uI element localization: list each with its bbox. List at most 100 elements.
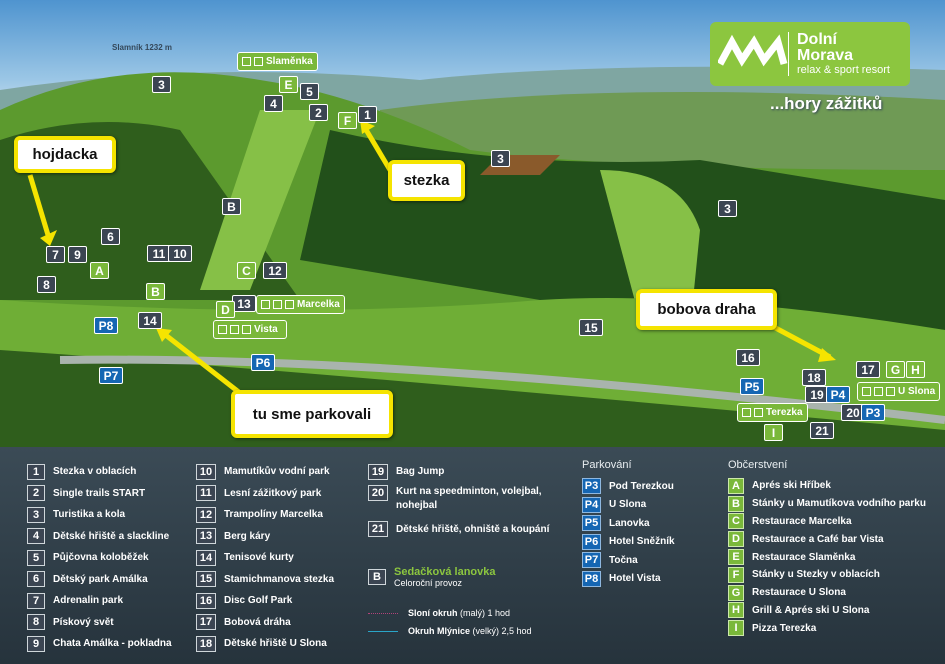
map-marker[interactable]: G bbox=[886, 361, 905, 378]
legend-text: Lanovka bbox=[609, 517, 650, 529]
map-marker[interactable]: B bbox=[222, 198, 241, 215]
legend-text: Adrenalin park bbox=[53, 595, 124, 607]
legend-trail: Okruh Mlýnice (velký) 2,5 hod bbox=[368, 622, 556, 640]
map-marker[interactable]: 8 bbox=[37, 276, 56, 293]
map-marker[interactable]: 10 bbox=[168, 245, 192, 262]
hotel-sign-vista[interactable]: Vista bbox=[213, 320, 287, 339]
callout-parking: tu sme parkovali bbox=[231, 390, 393, 438]
callout-bobova-draha: bobova draha bbox=[636, 289, 777, 330]
map-marker[interactable]: 14 bbox=[138, 312, 162, 329]
trail-name: Sloní okruh bbox=[408, 608, 458, 618]
logo-tagline: relax & sport resort bbox=[797, 64, 890, 76]
legend-number: 7 bbox=[27, 592, 45, 609]
legend-number: 3 bbox=[27, 506, 45, 523]
parking-marker[interactable]: P3 bbox=[861, 404, 885, 421]
map-marker[interactable]: 6 bbox=[101, 228, 120, 245]
sign-label: Terezka bbox=[766, 407, 803, 418]
map-marker[interactable]: 15 bbox=[579, 319, 603, 336]
parking-marker[interactable]: P7 bbox=[99, 367, 123, 384]
map-marker[interactable]: 21 bbox=[810, 422, 834, 439]
map-marker[interactable]: 12 bbox=[263, 262, 287, 279]
legend-number: 6 bbox=[27, 571, 45, 588]
legend-item: 7 Adrenalin park bbox=[27, 590, 172, 612]
map-marker[interactable]: 11 bbox=[147, 245, 171, 262]
trail-line-icon bbox=[368, 612, 398, 614]
map-marker[interactable]: 5 bbox=[300, 83, 319, 100]
legend-item: 3 Turistika a kola bbox=[27, 504, 172, 526]
map-marker[interactable]: E bbox=[279, 76, 298, 93]
restaurant-sign-slamenka[interactable]: Slaměnka bbox=[237, 52, 318, 71]
parking-heading: Parkování bbox=[582, 459, 632, 471]
legend-text: Disc Golf Park bbox=[224, 595, 293, 607]
legend-number: 17 bbox=[196, 614, 216, 631]
legend-number: 14 bbox=[196, 549, 216, 566]
legend-text: Restaurace Marcelka bbox=[752, 515, 852, 527]
legend-text: Turistika a kola bbox=[53, 509, 126, 521]
map-marker[interactable]: 4 bbox=[264, 95, 283, 112]
map-marker[interactable]: H bbox=[906, 361, 925, 378]
legend-number: 13 bbox=[196, 528, 216, 545]
legend-text: Restaurace U Slona bbox=[752, 587, 846, 599]
map-marker[interactable]: 3 bbox=[491, 150, 510, 167]
map-marker[interactable]: F bbox=[338, 112, 357, 129]
legend-number: 2 bbox=[27, 485, 45, 502]
logo-line2: Morava bbox=[797, 47, 854, 64]
map-marker[interactable]: 2 bbox=[309, 104, 328, 121]
restaurant-sign-terezka[interactable]: Terezka bbox=[737, 403, 808, 422]
map-marker[interactable]: C bbox=[237, 262, 256, 279]
legend-text: Chata Amálka - pokladna bbox=[53, 638, 172, 650]
legend-number: P3 bbox=[582, 478, 601, 495]
legend-text: Půjčovna koloběžek bbox=[53, 552, 149, 564]
map-marker[interactable]: I bbox=[764, 424, 783, 441]
map-marker[interactable]: B bbox=[146, 283, 165, 300]
legend-text: Bag Jump bbox=[396, 466, 445, 478]
legend-text: Stezka v oblacích bbox=[53, 466, 137, 478]
map-marker[interactable]: 20 bbox=[841, 404, 865, 421]
map-marker[interactable]: 9 bbox=[68, 246, 87, 263]
legend-number: G bbox=[728, 584, 744, 601]
resort-map: Slamník 1232 m Dolní Morava relax & spor… bbox=[0, 0, 945, 447]
map-marker[interactable]: A bbox=[90, 262, 109, 279]
legend-text: Stánky u Stezky v oblacích bbox=[752, 569, 880, 581]
legend-number: 9 bbox=[27, 635, 45, 652]
map-marker[interactable]: 16 bbox=[736, 349, 760, 366]
legend-item: G Restaurace U Slona bbox=[728, 584, 926, 602]
map-marker[interactable]: D bbox=[216, 301, 235, 318]
map-marker[interactable]: 17 bbox=[856, 361, 880, 378]
legend-item: 1 Stezka v oblacích bbox=[27, 461, 172, 483]
map-marker[interactable]: 3 bbox=[718, 200, 737, 217]
parking-marker[interactable]: P6 bbox=[251, 354, 275, 371]
map-marker[interactable]: 1 bbox=[358, 106, 377, 123]
parking-marker[interactable]: P4 bbox=[826, 386, 850, 403]
map-marker[interactable]: 7 bbox=[46, 246, 65, 263]
legend-number: 1 bbox=[27, 463, 45, 480]
legend-number: 12 bbox=[196, 506, 216, 523]
map-marker[interactable]: 18 bbox=[802, 369, 826, 386]
parking-marker[interactable]: P5 bbox=[740, 378, 764, 395]
restaurant-sign-marcelka[interactable]: Marcelka bbox=[256, 295, 345, 314]
legend-text: Hotel Vista bbox=[609, 573, 661, 585]
logo-mark-icon bbox=[718, 34, 788, 67]
map-marker[interactable]: 3 bbox=[152, 76, 171, 93]
restaurant-sign-u-slona[interactable]: U Slona bbox=[857, 382, 941, 401]
parking-marker[interactable]: P8 bbox=[94, 317, 118, 334]
legend-text: Točna bbox=[609, 554, 638, 566]
logo-line1: Dolní bbox=[797, 31, 837, 48]
map-marker[interactable]: 13 bbox=[232, 295, 256, 312]
legend-number: 8 bbox=[27, 614, 45, 631]
legend-text: Trampolíny Marcelka bbox=[224, 509, 323, 521]
legend-number: 18 bbox=[196, 635, 216, 652]
